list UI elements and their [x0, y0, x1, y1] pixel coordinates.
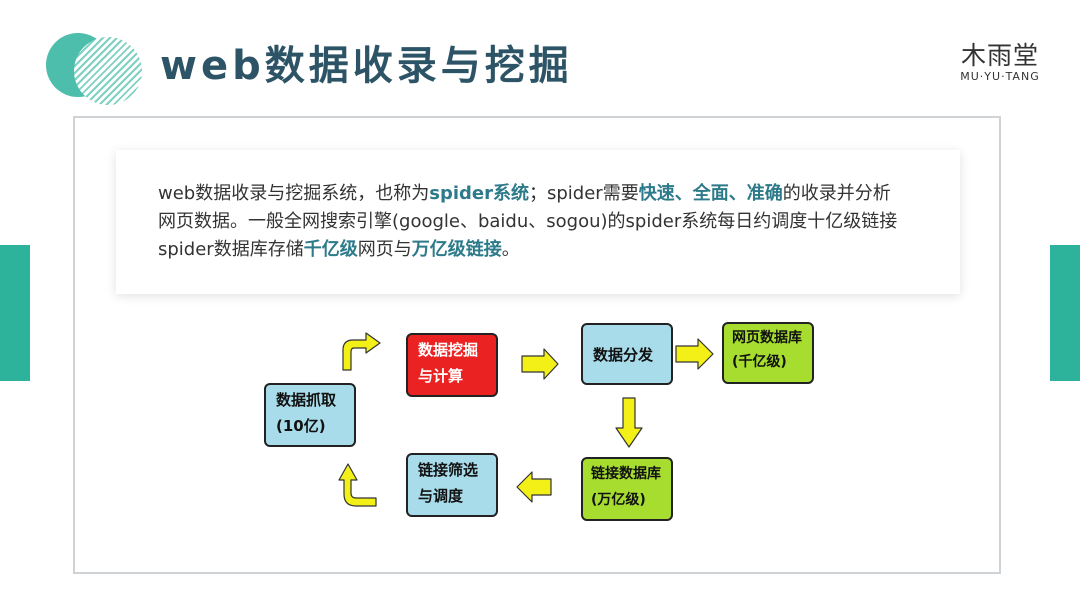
- description-text: web数据收录与挖掘系统，也称为: [158, 183, 430, 204]
- description-line-1: web数据收录与挖掘系统，也称为spider系统；spider需要快速、全面、准…: [158, 180, 920, 208]
- node-link-db: 链接数据库 (万亿级): [581, 457, 673, 521]
- description-text: 的收录并分析: [782, 183, 891, 204]
- node-sublabel: (10亿): [276, 417, 326, 435]
- description-line-2: 网页数据。一般全网搜索引擎(google、baidu、sogou)的spider…: [158, 211, 898, 232]
- description-text: 。: [501, 239, 520, 260]
- description-line-3: spider数据库存储千亿级网页与万亿级链接。: [158, 236, 920, 264]
- logo-mark: 木雨堂: [960, 41, 1039, 70]
- arrow-crawl-to-mining: [342, 332, 381, 371]
- node-sublabel: (万亿级): [591, 492, 646, 508]
- node-data-dispatch: 数据分发: [581, 323, 673, 385]
- arrow-dispatch-to-link-db: [615, 397, 643, 448]
- node-link-filter: 链接筛选 与调度: [406, 453, 498, 517]
- right-accent-bar: [1050, 245, 1080, 381]
- node-label: 数据分发: [593, 346, 654, 364]
- brand-logo: 木雨堂 MU·YU·TANG: [950, 42, 1050, 84]
- node-label: 网页数据库: [732, 330, 802, 346]
- node-webpage-db: 网页数据库 (千亿级): [722, 322, 814, 384]
- node-data-crawl: 数据抓取 (10亿): [264, 383, 356, 447]
- highlight-trillion-links: 万亿级链接: [411, 239, 502, 260]
- description-text: ；spider需要: [528, 183, 639, 204]
- node-label: 链接数据库: [591, 466, 661, 482]
- highlight-spider-system: spider系统: [429, 183, 529, 204]
- highlight-hundred-billion: 千亿级: [303, 239, 358, 260]
- arrow-dispatch-to-webpage-db: [675, 338, 714, 370]
- node-label: 链接筛选: [418, 461, 479, 479]
- description-text: spider数据库存储: [158, 239, 304, 260]
- highlight-requirements: 快速、全面、准确: [638, 183, 783, 204]
- left-accent-bar: [0, 245, 30, 381]
- decorative-circle-hatched: [74, 37, 142, 105]
- page-title: web数据收录与挖掘: [160, 43, 573, 89]
- node-sublabel: 与调度: [418, 487, 464, 505]
- description-text: 网页与: [357, 239, 412, 260]
- node-sublabel: (千亿级): [732, 354, 787, 370]
- arrow-filter-to-crawl: [338, 463, 377, 507]
- node-label: 数据抓取: [276, 391, 337, 409]
- arrow-mining-to-dispatch: [521, 348, 559, 380]
- node-sublabel: 与计算: [418, 367, 464, 385]
- logo-subtitle: MU·YU·TANG: [960, 70, 1040, 83]
- node-data-mining: 数据挖掘 与计算: [406, 333, 498, 397]
- arrow-link-db-to-filter: [516, 471, 552, 503]
- node-label: 数据挖掘: [418, 341, 479, 359]
- description-card: web数据收录与挖掘系统，也称为spider系统；spider需要快速、全面、准…: [116, 150, 960, 294]
